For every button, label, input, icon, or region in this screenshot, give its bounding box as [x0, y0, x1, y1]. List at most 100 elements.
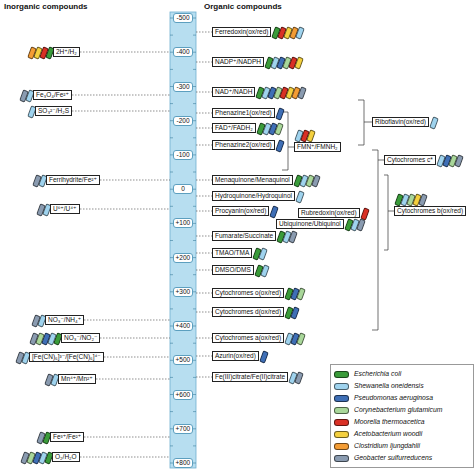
redox-couple-box: NADP⁺/NADPH	[212, 57, 264, 67]
redox-couple-box: NAD⁺/NADH	[212, 87, 255, 97]
legend-label: Corynebacterium glutamicum	[354, 406, 442, 413]
legend-swatch	[334, 395, 349, 402]
couple-label: Fe(III)citrate/Fe(II)citrate	[215, 373, 285, 381]
scale-value: +300	[173, 287, 194, 297]
redox-couple-box: FAD⁺/FADH₂	[212, 123, 256, 133]
couple-label: 2H⁺/H₂	[56, 48, 77, 56]
legend-swatch	[334, 431, 349, 438]
redox-couple-box: Menaquinone/Menaquinol	[212, 175, 293, 185]
scale-value: -300	[173, 82, 193, 92]
redox-couple-box: Cytochromes d(ox/red)	[212, 307, 284, 317]
couple-label: Cytochromes o(ox/red)	[215, 289, 281, 297]
redox-couple-box: Rubredoxin(ox/red)	[298, 208, 360, 218]
redox-couple-box: 2H⁺/H₂	[53, 47, 80, 57]
scale-ticks	[170, 18, 196, 463]
legend-entry: Pseudomonas aeruginosa	[334, 392, 470, 404]
couple-label: Procyanin(ox/red)	[215, 207, 266, 215]
legend-label: Escherichia coli	[354, 370, 401, 377]
legend-label: Moorella thermoacetica	[354, 418, 425, 425]
couple-label: [Fe(CN)₆]³⁻/[Fe(CN)₆]⁴⁻	[32, 353, 101, 361]
bacterium-icon	[275, 107, 285, 120]
legend-entry: Acetobacterium woodii	[334, 428, 470, 440]
legend-box: Escherichia coliShewanella oneidensisPse…	[330, 364, 474, 468]
redox-couple-box: Azurin(ox/red)	[212, 351, 259, 361]
couple-label: Cytochromes c*	[387, 156, 433, 164]
legend-label: Shewanella oneidensis	[354, 382, 424, 389]
legend-label: Geobacter sulfurreducens	[354, 454, 432, 461]
couple-label: Fe₃O₄/Fe²⁺	[36, 91, 69, 99]
couple-label: NADP⁺/NADPH	[215, 58, 261, 66]
range-brackets	[282, 100, 394, 330]
redox-couple-box: TMAO/TMA	[212, 248, 252, 258]
redox-couple-box: [Fe(CN)₆]³⁻/[Fe(CN)₆]⁴⁻	[29, 352, 104, 362]
legend-entry: Escherichia coli	[334, 368, 470, 380]
redox-couple-box: Ferrihydrite/Fe²⁺	[46, 175, 100, 185]
scale-value: 0	[173, 184, 193, 194]
legend-label: Clostridium ljungdahlii	[354, 442, 420, 449]
couple-label: Cytochromes d(ox/red)	[215, 308, 281, 316]
legend-swatch	[334, 455, 349, 462]
couple-label: FMN⁺/FMNH₂	[297, 143, 338, 151]
couple-label: Phenazine2(ox/red)	[215, 141, 272, 149]
bacterium-icon	[269, 205, 279, 218]
scale-value: -400	[173, 47, 193, 57]
redox-couple-box: Phenazine1(ox/red)	[212, 108, 275, 118]
legend-swatch	[334, 419, 349, 426]
leader-lines	[72, 32, 212, 457]
scale-value: -200	[173, 116, 193, 126]
legend-entry: Corynebacterium glutamicum	[334, 404, 470, 416]
redox-couple-box: Fe₃O₄/Fe²⁺	[33, 90, 72, 100]
legend-swatch	[334, 383, 349, 390]
redox-couple-box: Cytochromes c*	[384, 155, 436, 165]
redox-couple-box: SO₃²⁻/H₂S	[35, 106, 72, 116]
couple-label: FAD⁺/FADH₂	[215, 124, 253, 132]
couple-label: Rubredoxin(ox/red)	[301, 209, 357, 217]
bacterium-icon	[295, 190, 305, 203]
column-heading: Inorganic compounds	[4, 2, 88, 12]
redox-couple-box: Ferredoxin(ox/red)	[212, 27, 271, 37]
scale-value: -500	[173, 13, 193, 23]
legend-swatch	[334, 371, 349, 378]
legend-entry: Moorella thermoacetica	[334, 416, 470, 428]
scale-value: +100	[173, 218, 194, 228]
redox-couple-box: O₂/H₂O	[52, 452, 80, 462]
legend-entry: Shewanella oneidensis	[334, 380, 470, 392]
redox-couple-box: Fe³⁺/Fe²⁺	[50, 432, 84, 442]
redox-couple-box: Phenazine2(ox/red)	[212, 140, 275, 150]
redox-couple-box: NO₃⁻/NH₄⁺	[45, 315, 84, 325]
couple-label: Cytochromes b(ox/red)	[397, 207, 463, 215]
redox-couple-box: Cytochromes o(ox/red)	[212, 288, 284, 298]
scale-value: +200	[173, 253, 194, 263]
legend-entry: Clostridium ljungdahlii	[334, 440, 470, 452]
legend-entry: Geobacter sulfurreducens	[334, 452, 470, 464]
redox-couple-box: Cytochromes a(ox/red)	[212, 333, 284, 343]
couple-label: Ubiquinone/Ubiquinol	[279, 220, 341, 228]
legend-swatch	[334, 443, 349, 450]
bacterium-icon	[259, 350, 269, 363]
couple-label: Fe³⁺/Fe²⁺	[53, 433, 81, 441]
legend-label: Acetobacterium woodii	[354, 430, 422, 437]
redox-couple-box: U⁶⁺/U⁴⁺	[50, 204, 80, 214]
couple-label: Menaquinone/Menaquinol	[215, 176, 290, 184]
potential-bar	[170, 12, 196, 468]
scale-value: +400	[173, 321, 194, 331]
couple-label: Fumarate/Succinate	[215, 232, 273, 240]
couple-label: O₂/H₂O	[55, 453, 77, 461]
redox-couple-box: FMN⁺/FMNH₂	[294, 142, 341, 152]
redox-couple-box: Procyanin(ox/red)	[212, 206, 269, 216]
redox-couple-box: Ubiquinone/Ubiquinol	[276, 219, 344, 229]
couple-label: Ferredoxin(ox/red)	[215, 28, 268, 36]
couple-label: SO₃²⁻/H₂S	[38, 107, 69, 115]
couple-label: Phenazine1(ox/red)	[215, 109, 272, 117]
couple-label: DMSO/DMS	[215, 266, 251, 274]
legend-label: Pseudomonas aeruginosa	[354, 394, 433, 401]
redox-couple-box: NO₃⁻/NO₂⁻	[61, 333, 100, 343]
couple-label: TMAO/TMA	[215, 249, 249, 257]
redox-couple-box: Cytochromes b(ox/red)	[394, 206, 466, 216]
couple-label: Azurin(ox/red)	[215, 352, 256, 360]
column-heading: Organic compounds	[204, 2, 282, 12]
couple-label: Cytochromes a(ox/red)	[215, 334, 281, 342]
bacterium-icon	[429, 116, 439, 129]
couple-label: NO₃⁻/NH₄⁺	[48, 316, 81, 324]
